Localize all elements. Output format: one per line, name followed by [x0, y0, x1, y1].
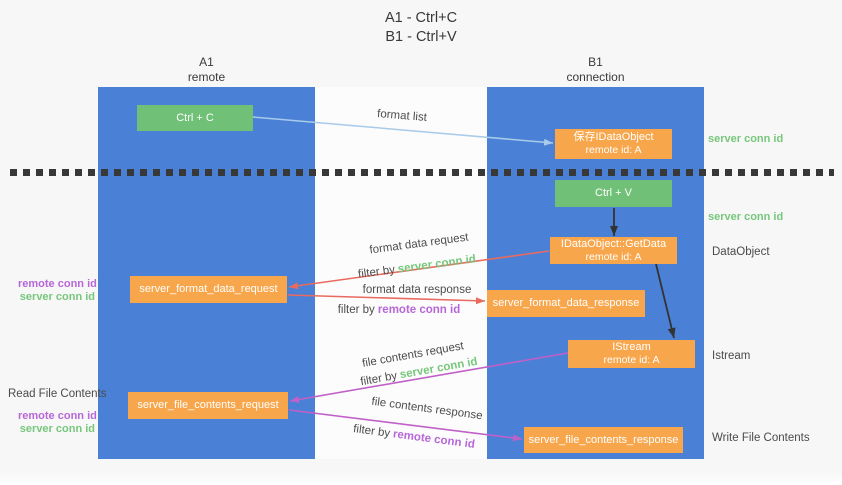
server-conn-id-label: server conn id [19, 422, 95, 435]
node-getdata-line2: remote id: A [585, 250, 642, 263]
annotation-server-conn-id-top: server conn id [708, 133, 784, 145]
annotation-write-file-contents: Write File Contents [712, 432, 810, 444]
header-b1-name: B1 [588, 55, 603, 69]
annotation-conn-ids-file: remote conn id server conn id [18, 410, 97, 435]
annotation-istream: Istream [712, 350, 751, 362]
diagram-title: A1 - Ctrl+C B1 - Ctrl+V [321, 9, 521, 47]
remote-conn-id-label: remote conn id [18, 278, 97, 290]
node-istream-line1: IStream [612, 341, 651, 353]
node-server-format-data-response-label: server_format_data_response [492, 297, 640, 309]
header-b1-role: connection [566, 70, 625, 84]
annotation-server-conn-id-mid: server conn id [708, 211, 784, 223]
annotation-conn-ids-format: remote conn id server conn id [18, 278, 97, 303]
node-ctrl-v: Ctrl + V [555, 180, 672, 207]
node-server-format-data-request: server_format_data_request [130, 276, 287, 303]
node-server-format-data-response: server_format_data_response [487, 290, 645, 317]
remote-conn-id-label: remote conn id [18, 410, 97, 422]
header-b1: B1 connection [487, 55, 704, 85]
node-server-file-contents-request: server_file_contents_request [128, 392, 288, 419]
node-server-file-contents-response-label: server_file_contents_response [528, 433, 679, 446]
node-save-dataobject-line1: 保存IDataObject [573, 131, 654, 143]
filter-by-text: filter by [337, 304, 375, 316]
phase-divider-dotted-line [10, 169, 834, 176]
node-save-dataobject: 保存IDataObject remote id: A [555, 129, 672, 159]
node-save-dataobject-line2: remote id: A [585, 144, 642, 156]
node-server-file-contents-request-label: server_file_contents_request [137, 399, 279, 411]
annotation-dataobject: DataObject [712, 246, 770, 258]
server-conn-id-label: server conn id [19, 290, 95, 303]
annotation-read-file-contents: Read File Contents [8, 388, 107, 400]
label-format-data-response: format data response [362, 284, 472, 296]
node-getdata: IDataObject::GetData remote id: A [550, 237, 677, 264]
node-ctrl-c-label: Ctrl + C [176, 111, 214, 124]
header-a1: A1 remote [98, 55, 315, 85]
header-a1-name: A1 [199, 55, 214, 69]
remote-conn-id-text: remote conn id [377, 304, 461, 316]
node-istream-line2: remote id: A [603, 354, 660, 366]
node-server-file-contents-response: server_file_contents_response [524, 427, 683, 453]
title-line1: A1 - Ctrl+C [384, 10, 458, 26]
header-a1-role: remote [187, 70, 226, 84]
node-istream: IStream remote id: A [568, 340, 695, 368]
node-ctrl-v-label: Ctrl + V [595, 187, 632, 199]
node-server-format-data-request-label: server_format_data_request [139, 283, 278, 295]
node-getdata-line1: IDataObject::GetData [560, 237, 667, 250]
title-line2: B1 - Ctrl+V [385, 29, 457, 45]
node-ctrl-c: Ctrl + C [137, 105, 253, 131]
bottom-fade [0, 473, 842, 485]
